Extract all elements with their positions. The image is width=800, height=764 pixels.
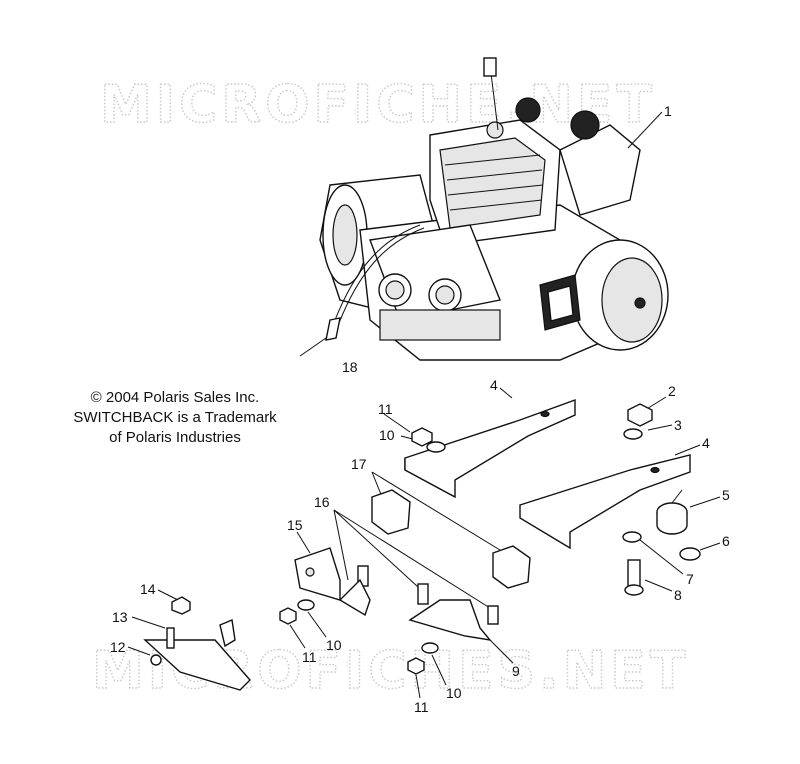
- callout-10-mid: 10: [326, 637, 342, 653]
- callout-13: 13: [112, 609, 128, 625]
- washer-3: [623, 428, 643, 440]
- callout-5: 5: [722, 487, 730, 503]
- bolt-16-b: [417, 583, 429, 605]
- nut-11-mid: [279, 607, 297, 625]
- washer-7: [622, 531, 642, 543]
- bolt-16-c: [487, 605, 499, 625]
- callout-9: 9: [512, 663, 520, 679]
- plate-15: [294, 547, 341, 601]
- nut-14: [171, 596, 191, 615]
- callout-labels: 1 2 3 4 4 5 6 7 8 9 10 10 10 11 11 11 12…: [110, 103, 730, 715]
- nut-11-bottom: [407, 657, 425, 675]
- callout-3: 3: [674, 417, 682, 433]
- washer-10-top: [426, 441, 446, 453]
- callout-1: 1: [664, 103, 672, 119]
- callout-11-top: 11: [378, 401, 393, 417]
- engine-assembly: [319, 57, 669, 361]
- bolt-8: [627, 559, 641, 589]
- nut-11-top: [411, 427, 433, 447]
- block-17-right: [492, 545, 531, 589]
- engine-mount-bracket-lower: [519, 454, 691, 550]
- callout-10-top: 10: [379, 427, 395, 443]
- leader-lines: [127, 111, 721, 699]
- callout-4-right: 4: [702, 435, 710, 451]
- plate-13: [143, 639, 251, 691]
- callout-11-bottom: 11: [414, 699, 429, 715]
- part-6: [679, 547, 701, 561]
- watermark-top: MICROFICHE.NET: [100, 75, 656, 135]
- callout-14: 14: [140, 581, 156, 597]
- block-17-left: [371, 489, 411, 535]
- copyright-line-1: © 2004 Polaris Sales Inc.: [90, 389, 260, 406]
- bracket-9: [408, 599, 492, 641]
- copyright-notice: © 2004 Polaris Sales Inc. SWITCHBACK is …: [40, 388, 310, 448]
- callout-7: 7: [686, 571, 694, 587]
- callout-12: 12: [110, 639, 126, 655]
- callout-15: 15: [287, 517, 303, 533]
- callout-17: 17: [351, 456, 367, 472]
- callout-10-bottom: 10: [446, 685, 462, 701]
- washer-10-mid: [297, 599, 315, 611]
- callout-6: 6: [722, 533, 730, 549]
- copyright-line-3: of Polaris Industries: [109, 429, 241, 446]
- callout-8: 8: [674, 587, 682, 603]
- callout-16: 16: [314, 494, 330, 510]
- callout-18: 18: [342, 359, 358, 375]
- washer-10-bottom: [421, 642, 439, 654]
- callout-4-top: 4: [490, 377, 498, 393]
- part-12: [150, 654, 162, 666]
- mounting-hardware: [143, 399, 701, 691]
- callout-11-mid: 11: [302, 649, 317, 665]
- nut-2: [627, 403, 653, 427]
- callout-2: 2: [668, 383, 676, 399]
- copyright-line-2: SWITCHBACK is a Trademark: [73, 409, 277, 426]
